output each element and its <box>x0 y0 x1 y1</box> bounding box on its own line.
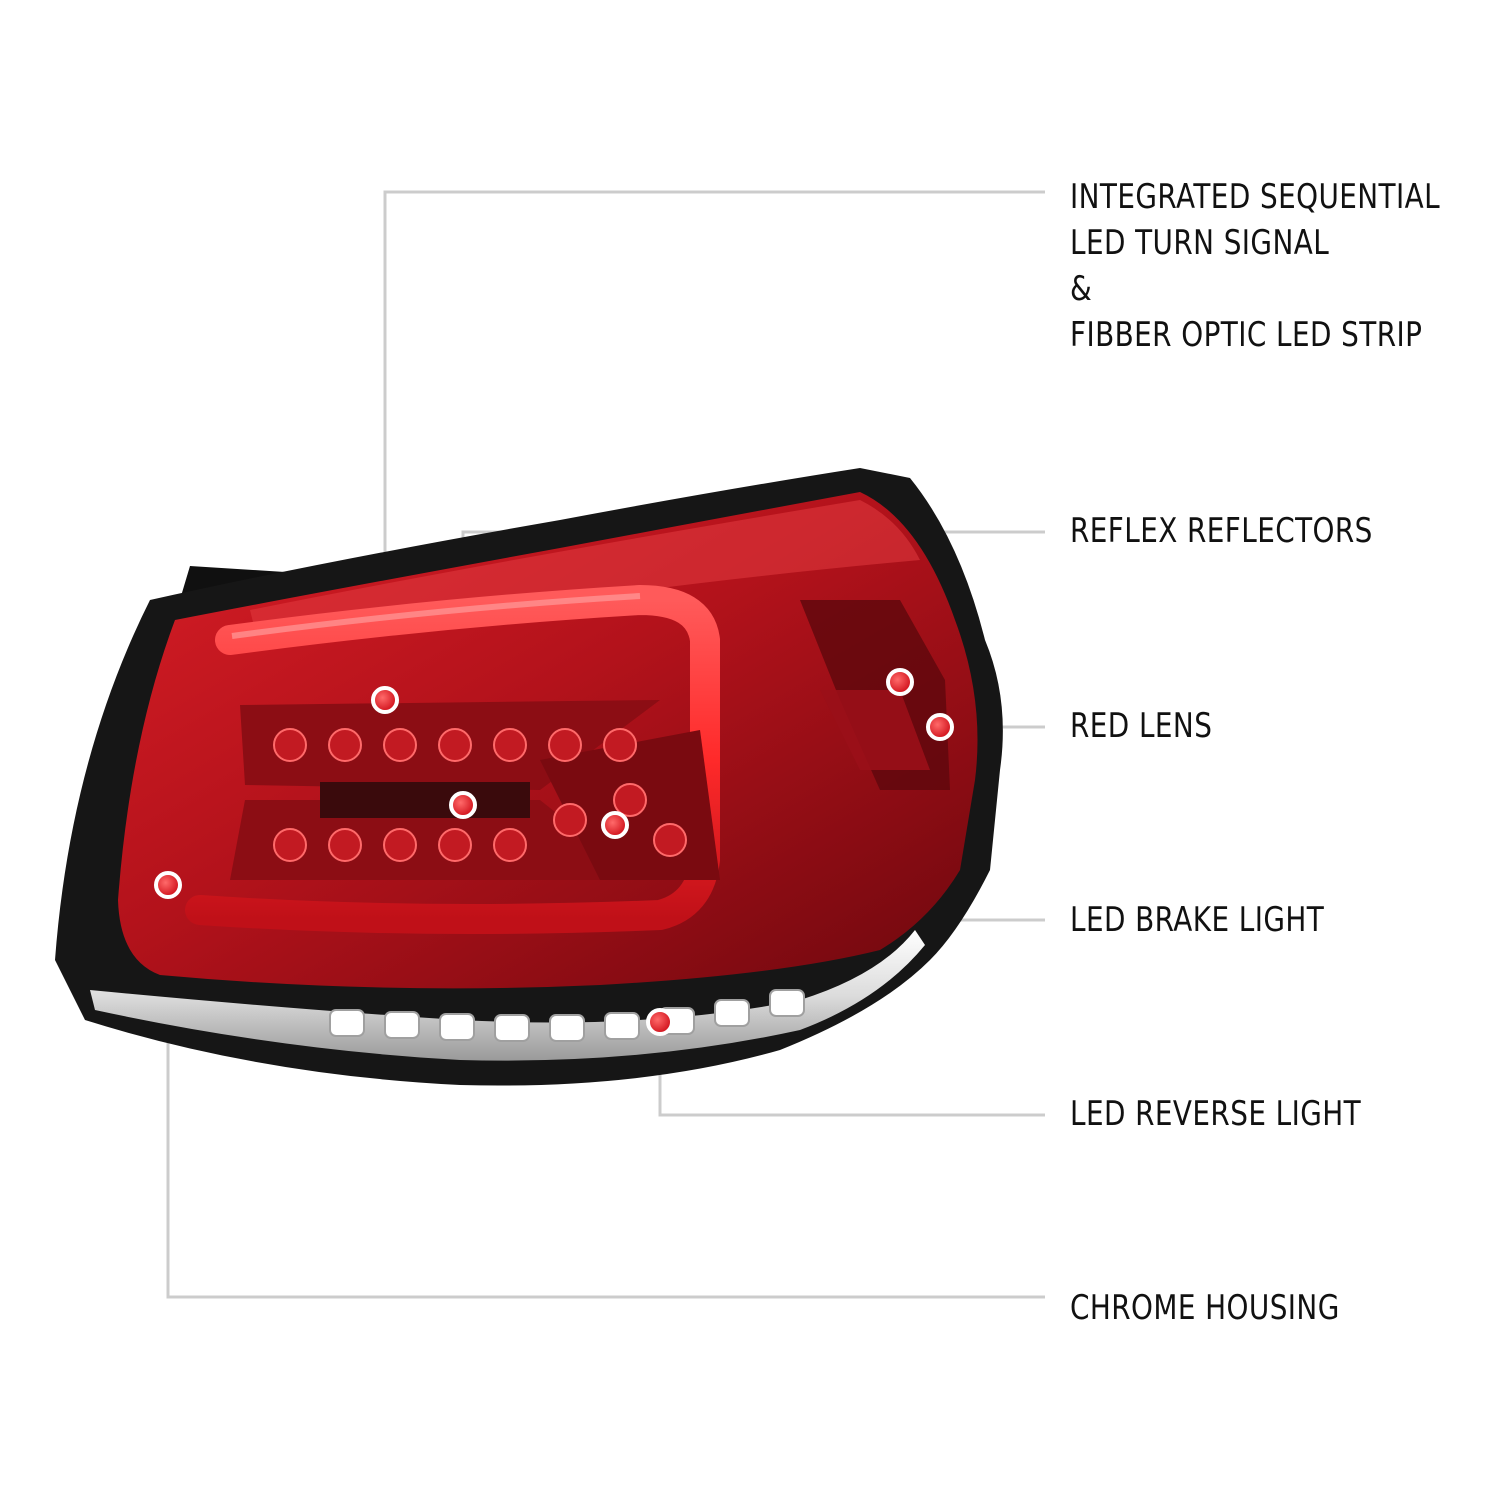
marker-red-lens <box>926 713 954 741</box>
marker-reverse-light <box>646 1008 674 1036</box>
marker-reflex-reflectors-2 <box>886 668 914 696</box>
label-turn-signal: INTEGRATED SEQUENTIAL LED TURN SIGNAL & … <box>1070 174 1440 358</box>
label-led-brake-light: LED BRAKE LIGHT <box>1070 900 1325 940</box>
label-reflex-reflectors: REFLEX REFLECTORS <box>1070 511 1373 551</box>
reflex-reflector-detail <box>820 690 930 770</box>
marker-turn-signal <box>371 686 399 714</box>
fiber-optic-tube-highlight <box>231 593 641 639</box>
label-led-reverse-light: LED REVERSE LIGHT <box>1070 1094 1362 1134</box>
marker-chrome-housing <box>154 871 182 899</box>
label-turn-signal-line1: INTEGRATED SEQUENTIAL <box>1070 177 1441 217</box>
chrome-reverse-strip <box>90 930 925 1061</box>
label-turn-signal-line3: & <box>1070 269 1093 309</box>
label-red-lens: RED LENS <box>1070 706 1213 746</box>
center-bar <box>320 782 530 818</box>
reverse-leds <box>329 989 805 1042</box>
callout-markers <box>154 668 954 1036</box>
marker-brake-light <box>601 811 629 839</box>
led-bulbs <box>273 728 687 862</box>
label-chrome-housing: CHROME HOUSING <box>1070 1288 1340 1328</box>
label-turn-signal-line2: LED TURN SIGNAL <box>1070 223 1330 263</box>
leader-line-turn-signal <box>383 190 1045 700</box>
label-turn-signal-line4: FIBBER OPTIC LED STRIP <box>1070 315 1423 355</box>
marker-reflex-reflectors <box>449 791 477 819</box>
